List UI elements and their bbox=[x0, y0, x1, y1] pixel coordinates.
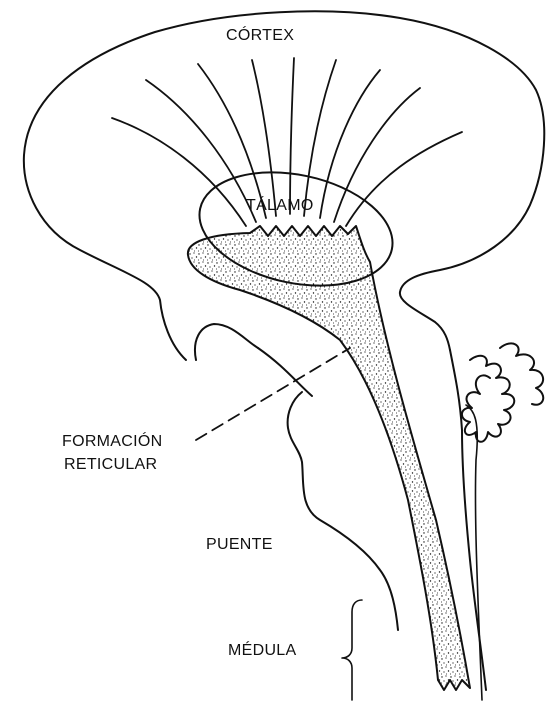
thalamus-label: TÁLAMO bbox=[246, 196, 314, 215]
midbrain-edge bbox=[258, 348, 312, 396]
pons-label: PUENTE bbox=[206, 535, 273, 554]
cerebellum-folia bbox=[462, 343, 543, 441]
pons-outline bbox=[288, 392, 398, 630]
reticular-formation bbox=[188, 226, 470, 690]
reticular-formation-label-line1: FORMACIÓN bbox=[62, 432, 162, 451]
reticular-leader-line bbox=[196, 348, 350, 440]
medulla-bracket bbox=[342, 600, 362, 700]
cortex-label: CÓRTEX bbox=[226, 26, 294, 45]
medulla-label: MÉDULA bbox=[228, 641, 296, 660]
temporal-fold bbox=[195, 324, 258, 360]
reticular-formation-label-line2: RETICULAR bbox=[64, 455, 157, 474]
